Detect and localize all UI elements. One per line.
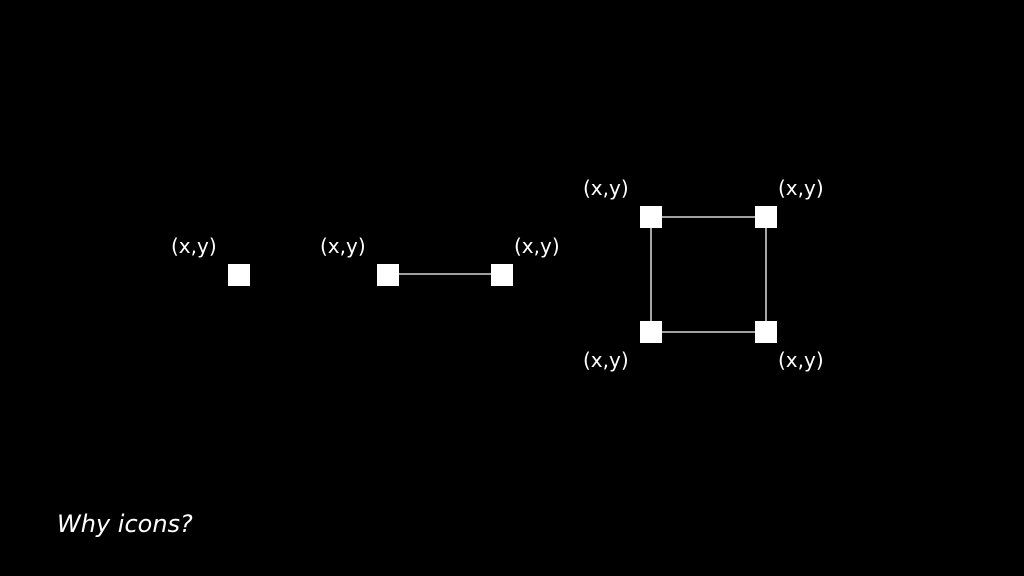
- line-start-label: (x,y): [320, 234, 366, 258]
- line-start-marker: [377, 264, 399, 286]
- point-figure: (x,y): [171, 234, 250, 286]
- rect-top-left-marker: [640, 206, 662, 228]
- line-figure: (x,y) (x,y): [320, 234, 560, 286]
- rect-top-right-label: (x,y): [778, 176, 824, 200]
- rect-top-left-label: (x,y): [583, 176, 629, 200]
- point-label: (x,y): [171, 234, 217, 258]
- rect-bottom-right-marker: [755, 321, 777, 343]
- line-end-marker: [491, 264, 513, 286]
- slide-caption: Why icons?: [57, 510, 193, 538]
- rect-bottom-left-marker: [640, 321, 662, 343]
- rect-bottom-left-label: (x,y): [583, 348, 629, 372]
- vertex-marker: [228, 264, 250, 286]
- rectangle-figure: (x,y) (x,y) (x,y) (x,y): [583, 176, 824, 372]
- rect-top-right-marker: [755, 206, 777, 228]
- rect-bottom-right-label: (x,y): [778, 348, 824, 372]
- line-end-label: (x,y): [514, 234, 560, 258]
